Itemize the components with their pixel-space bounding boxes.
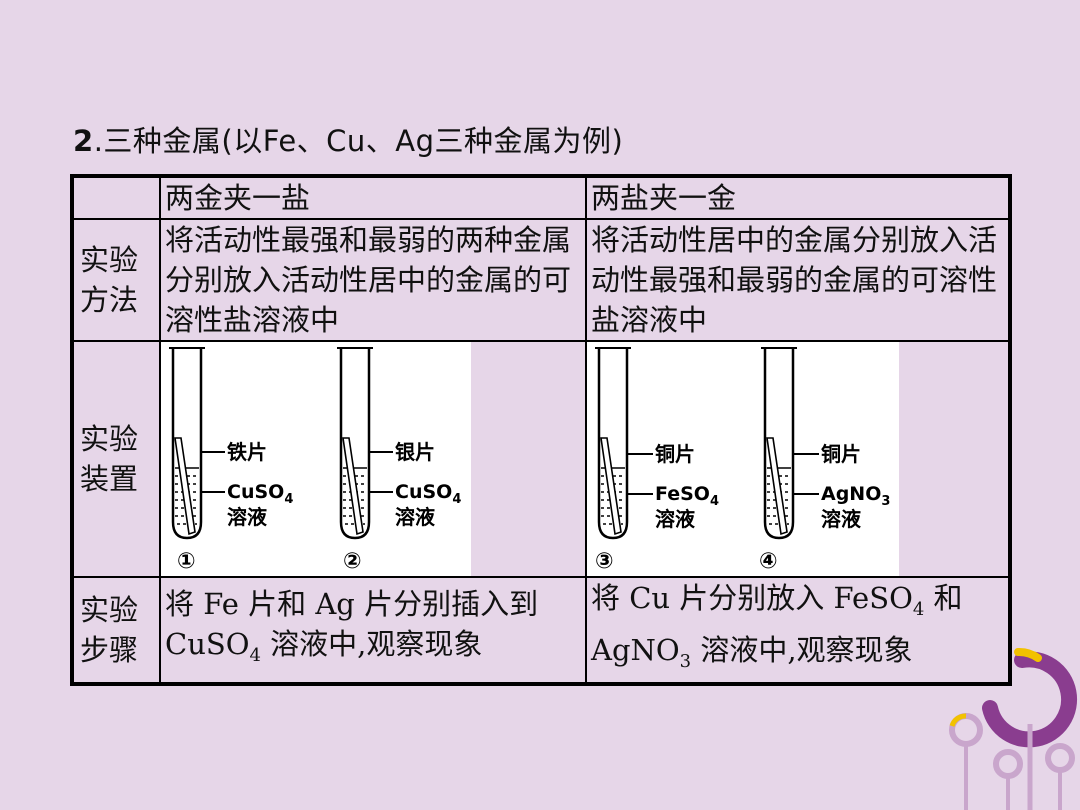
steps-col2-line1: 将 Cu 片分别放入 FeSO4 和 xyxy=(591,581,963,620)
tube-1-metal-label: 铁片 xyxy=(227,440,267,464)
test-tube-diagram-right: 铜片 FeSO4 溶液 ③ xyxy=(595,347,890,574)
apparatus-label: 实验 装置 xyxy=(71,340,161,578)
test-tube-3 xyxy=(595,347,653,540)
tube-2-number: ② xyxy=(343,549,362,574)
section-heading: 2.三种金属(以Fe、Cu、Ag三种金属为例) xyxy=(73,118,623,160)
method-row: 实验 方法 将活动性最强和最弱的两种金属分别放入活动性居中的金属的可溶性盐溶液中… xyxy=(71,218,1011,342)
test-tube-4 xyxy=(761,347,819,540)
test-tube-2 xyxy=(337,347,393,540)
test-tube-diagram-left: 铁片 CuSO4 溶液 ① xyxy=(169,347,461,574)
tube-1-solution-formula: CuSO4 xyxy=(227,481,293,507)
steps-col1-line2: CuSO4 溶液中,观察现象 xyxy=(165,626,483,666)
apparatus-col1: 铁片 CuSO4 溶液 ① xyxy=(159,340,587,578)
tube-4-solution-formula: AgNO3 xyxy=(821,483,890,509)
method-col2: 将活动性居中的金属分别放入活动性最强和最弱的金属的可溶性盐溶液中 xyxy=(585,218,1011,342)
comparison-table: 两金夹一盐 两盐夹一金 实验 方法 将活动性最强和最弱的两种金属分别放入活动性居… xyxy=(70,174,1012,686)
tube-4-metal-label: 铜片 xyxy=(821,442,861,466)
tube-4-number: ④ xyxy=(759,549,778,574)
tube-2-solution-word: 溶液 xyxy=(395,505,436,529)
tube-2-metal-label: 银片 xyxy=(395,440,435,464)
corner-cell xyxy=(71,175,161,220)
tube-2-solution-formula: CuSO4 xyxy=(395,481,461,507)
method-label: 实验 方法 xyxy=(71,218,161,342)
tube-1-solution-word: 溶液 xyxy=(227,505,268,529)
decorative-corner-graphic xyxy=(949,648,1077,810)
steps-row: 实验 步骤 将 Fe 片和 Ag 片分别插入到 CuSO4 溶液中,观察现象 将… xyxy=(71,576,1011,685)
tube-4-solution-word: 溶液 xyxy=(821,507,862,531)
steps-col1: 将 Fe 片和 Ag 片分别插入到 CuSO4 溶液中,观察现象 xyxy=(159,576,587,685)
steps-col2-line2: AgNO3 溶液中,观察现象 xyxy=(591,632,913,672)
tube-1-number: ① xyxy=(177,549,196,574)
table-header-row: 两金夹一盐 两盐夹一金 xyxy=(71,175,1011,220)
tube-3-metal-label: 铜片 xyxy=(655,442,695,466)
section-title: .三种金属(以Fe、Cu、Ag三种金属为例) xyxy=(93,124,624,158)
header-two-salts-one-metal: 两盐夹一金 xyxy=(585,175,1011,220)
steps-col1-line1: 将 Fe 片和 Ag 片分别插入到 xyxy=(165,586,539,621)
tube-3-solution-formula: FeSO4 xyxy=(655,483,719,509)
method-col1: 将活动性最强和最弱的两种金属分别放入活动性居中的金属的可溶性盐溶液中 xyxy=(159,218,587,342)
apparatus-figure-3-4: 铜片 FeSO4 溶液 ③ xyxy=(587,342,899,576)
header-two-metals-one-salt: 两金夹一盐 xyxy=(159,175,587,220)
section-number: 2 xyxy=(73,124,94,158)
tube-3-number: ③ xyxy=(595,549,614,574)
steps-label: 实验 步骤 xyxy=(71,576,161,685)
test-tube-1 xyxy=(169,347,225,540)
apparatus-col2: 铜片 FeSO4 溶液 ③ xyxy=(585,340,1011,578)
apparatus-figure-1-2: 铁片 CuSO4 溶液 ① xyxy=(161,342,471,576)
apparatus-row: 实验 装置 xyxy=(71,340,1011,578)
steps-col2: 将 Cu 片分别放入 FeSO4 和 AgNO3 溶液中,观察现象 xyxy=(585,576,1011,685)
tube-3-solution-word: 溶液 xyxy=(655,507,696,531)
